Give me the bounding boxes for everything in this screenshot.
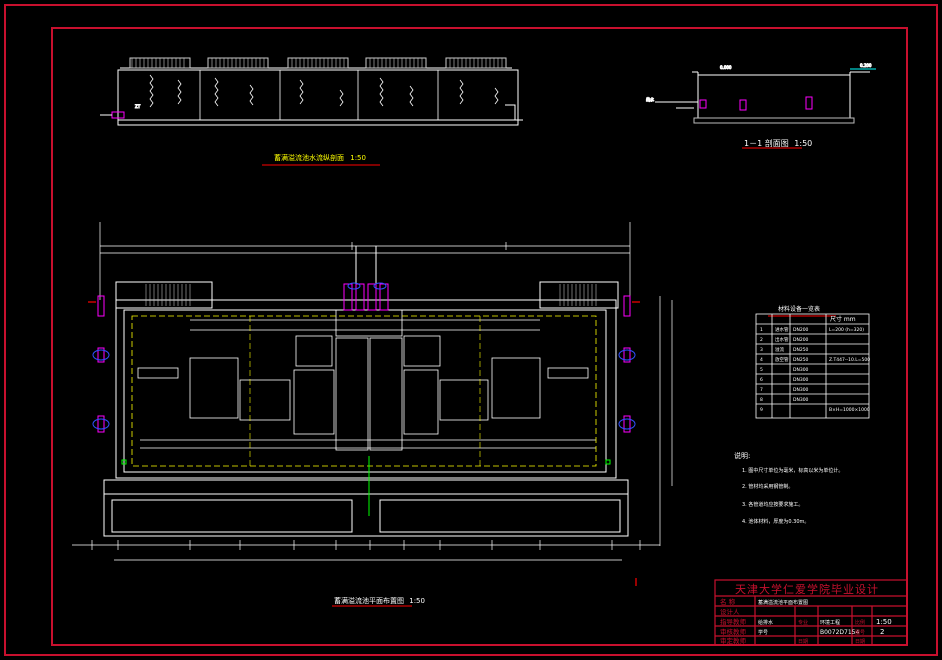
svg-text:0.200: 0.200 bbox=[860, 63, 872, 68]
materials-cell-no: 4 bbox=[760, 357, 763, 363]
note-item: 2. 管材均采用钢管制。 bbox=[742, 483, 793, 490]
materials-cell-no: 2 bbox=[760, 337, 763, 343]
section-11-view: 出水 0.000 0.200 bbox=[646, 63, 876, 124]
materials-cell-note: Z.T447--10.L=500 bbox=[829, 357, 870, 363]
materials-cell-spec: DN200 bbox=[793, 327, 809, 333]
materials-cell-spec: DN300 bbox=[793, 377, 809, 383]
note-item: 3. 各管道均应按要求施工。 bbox=[742, 501, 803, 508]
materials-table-unit: 尺寸 mm bbox=[830, 315, 856, 323]
tb-value: 学号 bbox=[758, 629, 768, 636]
materials-cell-spec: DN300 bbox=[793, 397, 809, 403]
note-item: 1. 图中尺寸单位为毫米，标高以米为单位计。 bbox=[742, 467, 843, 474]
materials-table-rows: 1 进水管 DN200 L=200 (h=320) 2 出水管 DN200 3 溢流 DN250 4… bbox=[760, 326, 870, 413]
tb-key: 日期 bbox=[855, 639, 865, 645]
tb-key: 日期 bbox=[798, 639, 808, 645]
tb-scale: 1:50 bbox=[876, 618, 892, 626]
section-11-title: 1－1 剖面图 1:50 bbox=[744, 138, 812, 148]
tb-role: 名 称 bbox=[720, 597, 736, 606]
materials-cell-name: 溢流 bbox=[775, 346, 784, 353]
materials-cell-spec: DN200 bbox=[793, 337, 809, 343]
notes-heading: 说明: bbox=[734, 451, 750, 460]
materials-cell-spec: DN300 bbox=[793, 367, 809, 373]
tb-key: 比例 bbox=[855, 619, 865, 626]
tb-key: 专业 bbox=[798, 619, 808, 626]
materials-cell-no: 5 bbox=[760, 367, 763, 373]
top-section-view: ZT bbox=[100, 57, 523, 126]
materials-cell-name: 出水管 bbox=[775, 336, 789, 343]
tb-role: 审核教师 bbox=[720, 627, 747, 636]
materials-cell-no: 9 bbox=[760, 407, 763, 413]
tb-student-id: B0072D7154 bbox=[820, 629, 859, 636]
materials-table-title: 材料设备一览表 bbox=[778, 305, 820, 313]
materials-cell-no: 1 bbox=[760, 327, 763, 333]
materials-cell-name: 放空管 bbox=[775, 356, 789, 363]
tb-value: 给排水 bbox=[758, 619, 773, 626]
materials-cell-no: 6 bbox=[760, 377, 763, 383]
materials-cell-no: 7 bbox=[760, 387, 763, 393]
title-block-cells: 名 称 设计人 指导教师 审核教师 审定教师 bbox=[720, 597, 747, 645]
tb-sheet-no: 2 bbox=[880, 628, 884, 636]
materials-cell-no: 8 bbox=[760, 397, 763, 403]
materials-cell-spec: DN250 bbox=[793, 347, 809, 353]
tb-key: 图号 bbox=[855, 630, 865, 636]
tb-role: 审定教师 bbox=[720, 636, 747, 645]
tb-val: 环境工程 bbox=[820, 619, 840, 626]
plan-view bbox=[72, 222, 673, 586]
title-block-school: 天津大学仁爱学院毕业设计 bbox=[735, 582, 879, 596]
materials-cell-note: L=200 (h=320) bbox=[829, 327, 864, 333]
inner-frame bbox=[51, 27, 908, 646]
title-block bbox=[714, 579, 908, 646]
materials-cell-no: 3 bbox=[760, 347, 763, 353]
materials-cell-name: 进水管 bbox=[775, 326, 789, 333]
materials-cell-spec: DN250 bbox=[793, 357, 809, 363]
notes: 说明: 1. 图中尺寸单位为毫米，标高以米为单位计。 2. 管材均采用钢管制。 … bbox=[734, 451, 843, 525]
outer-frame bbox=[4, 4, 938, 656]
tb-role: 设计人 bbox=[720, 607, 740, 616]
materials-cell-spec: DN300 bbox=[793, 387, 809, 393]
note-item: 4. 池体材料，厚度为0.30m。 bbox=[742, 518, 809, 525]
svg-text:ZT: ZT bbox=[135, 104, 141, 109]
top-section-title: 蓄满溢流池水流纵剖面 1:50 bbox=[274, 153, 366, 162]
materials-cell-note: B×H=1000×1000 bbox=[829, 407, 870, 413]
materials-table bbox=[755, 313, 870, 419]
tb-role: 指导教师 bbox=[720, 617, 747, 626]
svg-text:出水: 出水 bbox=[646, 96, 654, 102]
roof-grating bbox=[129, 57, 507, 69]
svg-text:0.000: 0.000 bbox=[720, 65, 732, 70]
tb-drawing-name: 蓄满溢流池平面布置图 bbox=[758, 599, 808, 606]
plan-title: 蓄满溢流池平面布置图 1:50 bbox=[334, 596, 425, 605]
